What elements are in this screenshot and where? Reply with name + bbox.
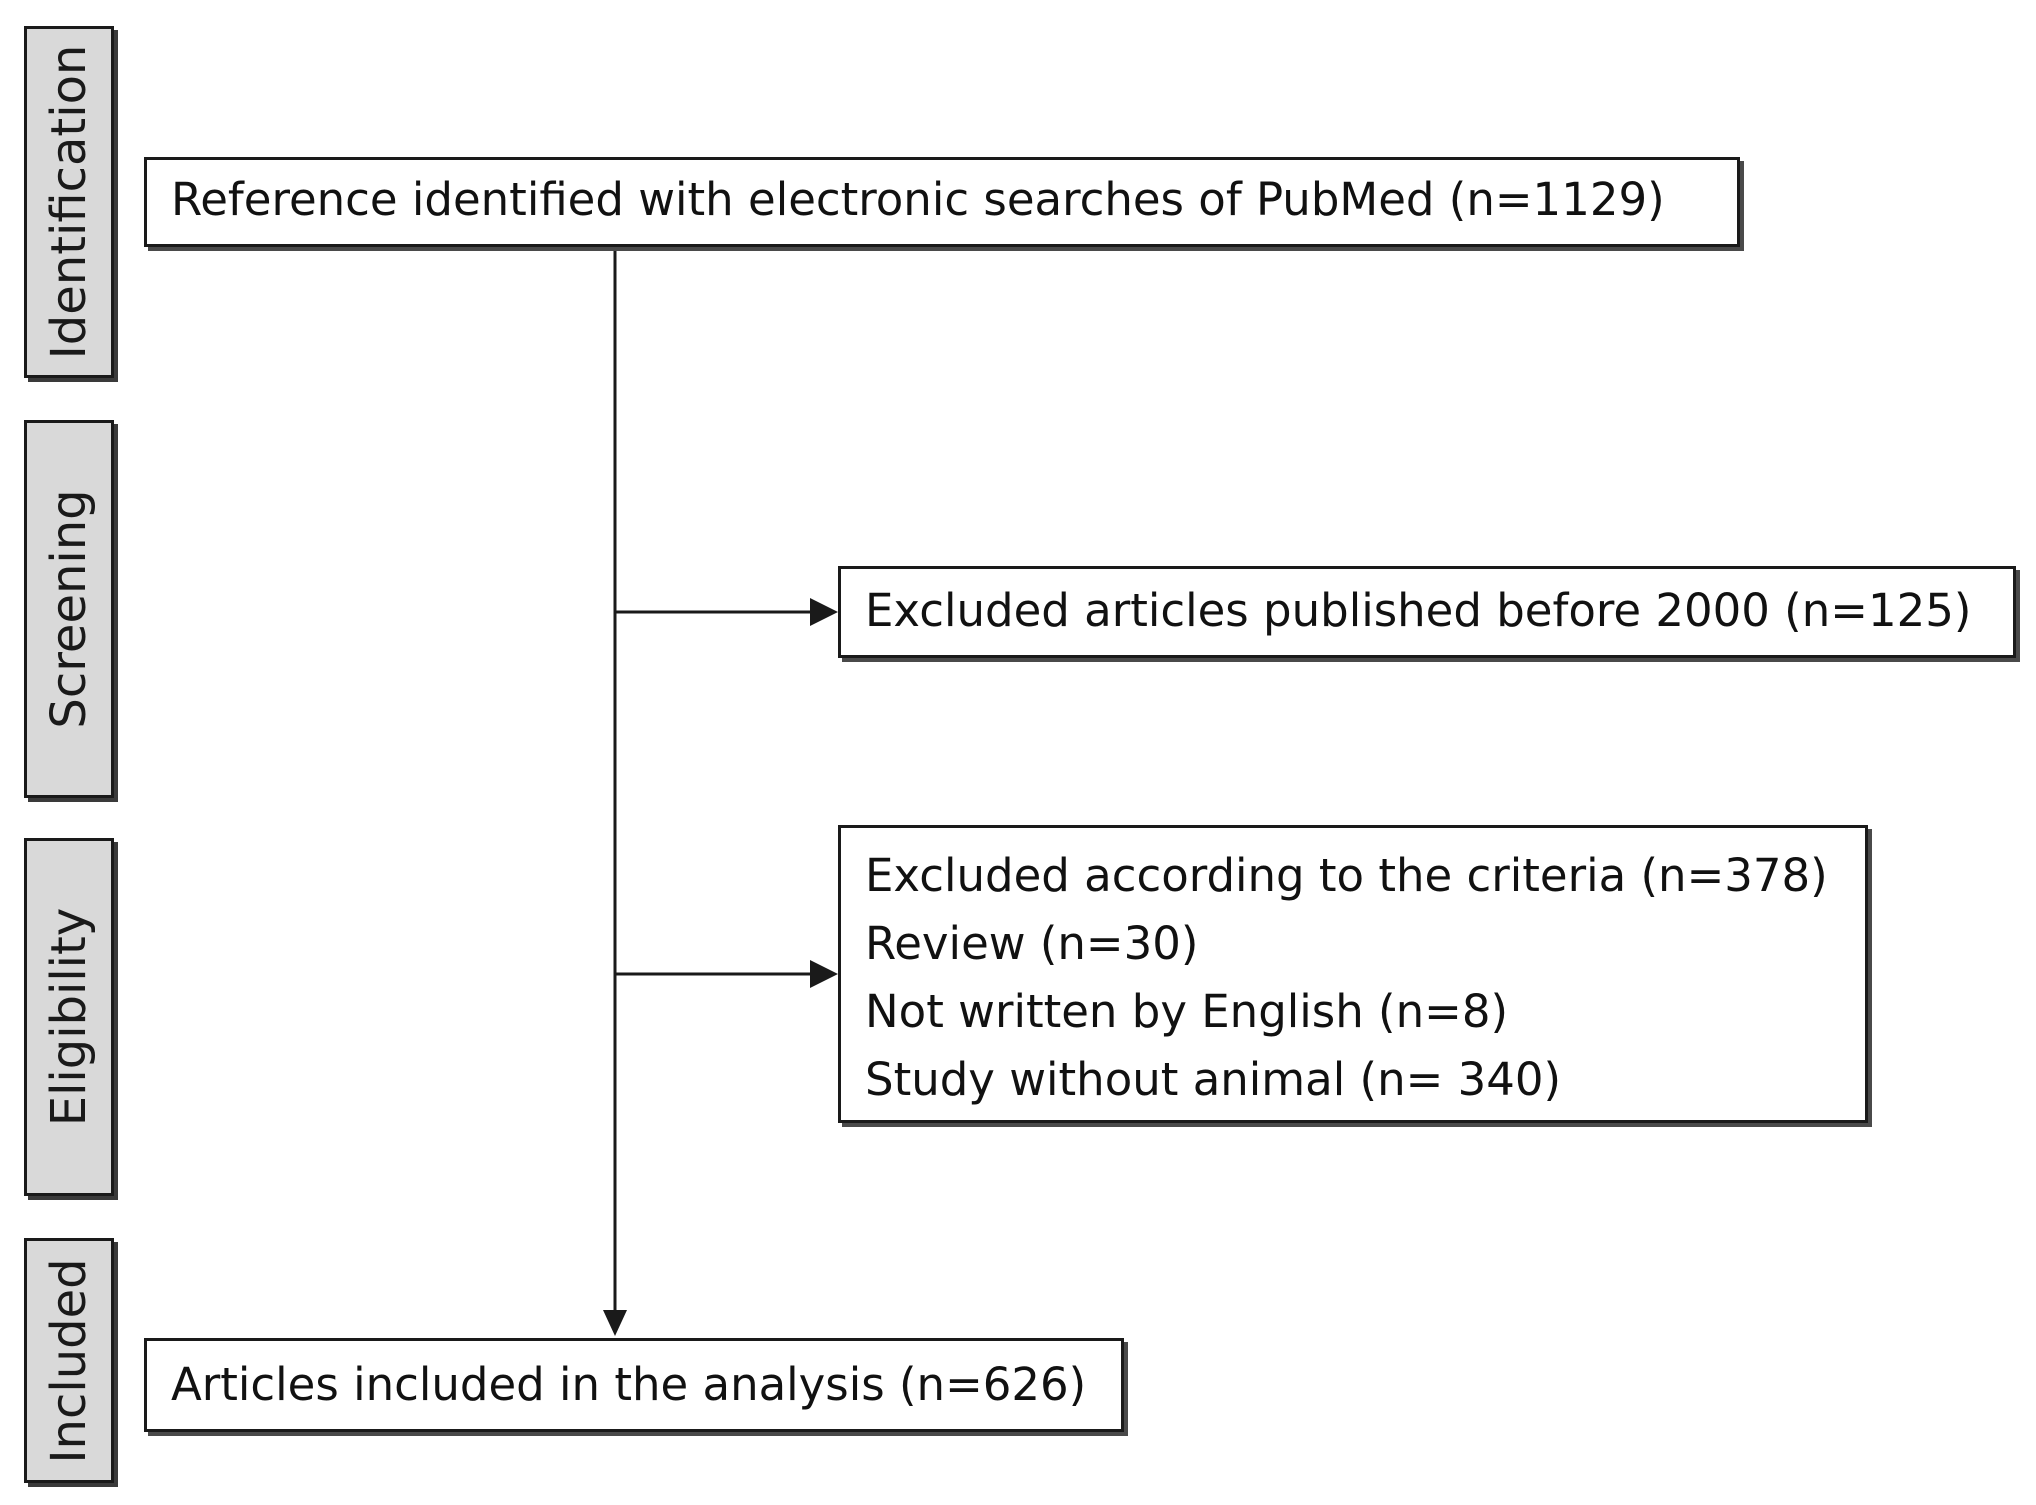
excluded-date-box: Excluded articles published before 2000 … (838, 566, 2016, 658)
excluded-date-text: Excluded articles published before 2000 … (865, 584, 1972, 637)
included-arrowhead (603, 1310, 627, 1336)
identified-records-box: Reference identified with electronic sea… (144, 157, 1740, 247)
included-articles-box: Articles included in the analysis (n=626… (144, 1338, 1124, 1432)
stage-identification: Identification (24, 26, 114, 378)
stage-screening: Screening (24, 420, 114, 798)
stage-label-included: Included (41, 1257, 97, 1464)
excluded-no-animal-line: Study without animal (n= 340) (865, 1053, 1562, 1106)
excluded-review-line: Review (n=30) (865, 917, 1199, 970)
excluded-criteria-heading: Excluded according to the criteria (n=37… (865, 849, 1828, 902)
stage-label-screening: Screening (41, 489, 97, 729)
excluded-language-line: Not written by English (n=8) (865, 985, 1509, 1038)
identified-records-text: Reference identified with electronic sea… (171, 173, 1665, 226)
stage-label-eligibility: Eligibility (41, 907, 97, 1127)
eligibility-arrowhead (810, 960, 838, 988)
screening-arrowhead (810, 598, 838, 626)
excluded-criteria-box: Excluded according to the criteria (n=37… (838, 825, 1868, 1123)
stage-label-identification: Identification (41, 44, 97, 360)
stage-included: Included (24, 1238, 114, 1483)
stage-eligibility: Eligibility (24, 838, 114, 1196)
included-articles-text: Articles included in the analysis (n=626… (171, 1358, 1087, 1411)
